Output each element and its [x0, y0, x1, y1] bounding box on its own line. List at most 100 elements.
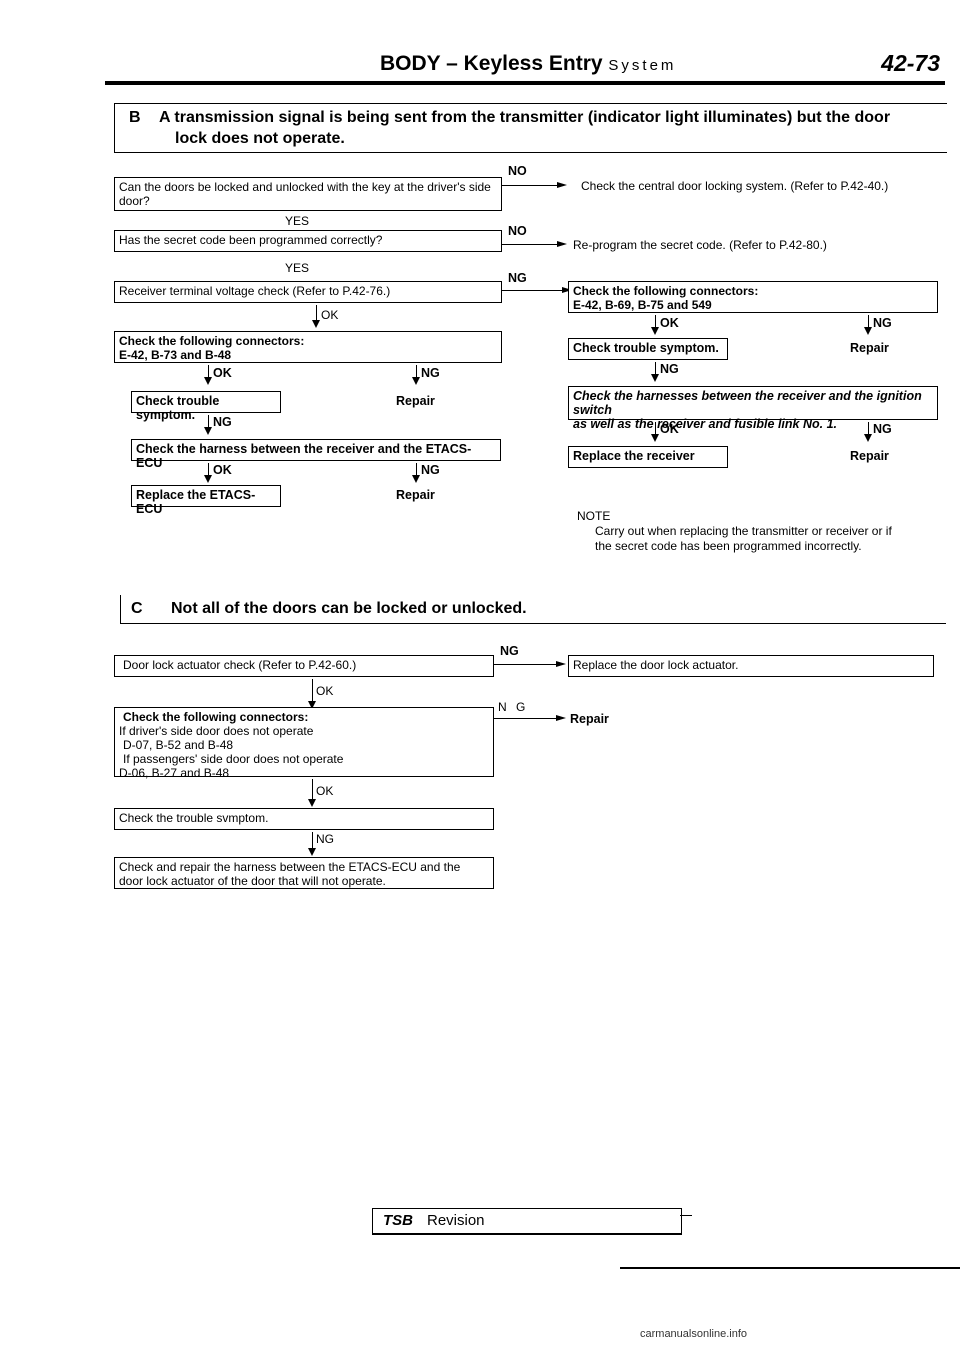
tsb-revision-box: TSB Revision: [372, 1208, 682, 1235]
label-yes: YES: [285, 261, 310, 275]
harness-check-left: Check the harness between the receiver a…: [131, 439, 501, 470]
arrow-down-icon: [308, 848, 316, 856]
action-central-lock: Check the central door locking system. (…: [581, 179, 889, 193]
page-subtitle: System: [608, 57, 677, 74]
replace-receiver-box: Replace the receiver: [568, 446, 728, 468]
note-title: NOTE: [577, 509, 611, 523]
page-number: 42-73: [881, 50, 940, 76]
flow-line: [316, 305, 317, 320]
section-b-letter: B: [129, 109, 141, 126]
label-ok: OK: [660, 316, 679, 330]
section-c-text: Not all of the doors can be locked or un…: [171, 600, 527, 617]
section-b-line2: lock does not operate.: [175, 130, 345, 147]
flow-line: [868, 315, 869, 327]
repair-label: Repair: [850, 341, 889, 355]
flow-line: [416, 365, 417, 377]
flow-line: [655, 315, 656, 327]
arrow-down-icon: [651, 434, 659, 442]
arrow-down-icon: [412, 377, 420, 385]
label-no: NO: [508, 164, 527, 178]
repair-label: Repair: [850, 449, 889, 463]
arrow-down-icon: [204, 427, 212, 435]
actuator-check-box: Door lock actuator check (Refer to P.42-…: [114, 655, 494, 677]
connectors-check-right: Check the following connectors: E-42, B-…: [568, 281, 938, 313]
label-ng: N G: [498, 700, 529, 714]
arrow-right-icon: [557, 241, 567, 247]
section-b-heading: B A transmission signal is being sent fr…: [114, 103, 947, 153]
label-ok: OK: [321, 308, 339, 322]
trouble-symptom-c: Check the trouble svmptom.: [114, 808, 494, 830]
label-ng: NG: [421, 463, 440, 477]
flow-line: [312, 779, 313, 799]
flow-line: [416, 463, 417, 475]
connector-line: [502, 290, 562, 291]
arrow-down-icon: [864, 434, 872, 442]
label-no: NO: [508, 224, 527, 238]
question-key-lock: Can the doors be locked and unlocked wit…: [114, 177, 502, 211]
note-block: NOTE Carry out when replacing the transm…: [577, 509, 892, 554]
repair-label: Repair: [396, 394, 435, 408]
revision-label: Revision: [427, 1212, 485, 1229]
flow-line: [312, 832, 313, 848]
arrow-right-icon: [562, 287, 572, 293]
connector-line: [494, 664, 556, 665]
flow-line: [655, 362, 656, 374]
note-line2: the secret code has been programmed inco…: [595, 539, 862, 553]
label-ng: NG: [660, 362, 679, 376]
label-ng: NG: [500, 644, 519, 658]
label-ng: NG: [508, 271, 527, 285]
flow-line: [312, 679, 313, 701]
arrow-down-icon: [412, 475, 420, 483]
label-ng: NG: [873, 422, 892, 436]
arrow-right-icon: [557, 182, 567, 188]
receiver-voltage-check: Receiver terminal voltage check (Refer t…: [114, 281, 502, 303]
divider: [680, 1215, 692, 1216]
connector-line: [502, 185, 557, 186]
label-ng: NG: [316, 832, 334, 846]
label-ok: OK: [660, 422, 679, 436]
arrow-down-icon: [204, 377, 212, 385]
connector-line: [494, 718, 556, 719]
connector-line: [502, 244, 557, 245]
trouble-symptom-left: Check trouble symptom.: [131, 391, 281, 422]
label-ok: OK: [213, 366, 232, 380]
page-title: BODY – Keyless Entry System: [380, 52, 677, 75]
connectors-check-c: Check the following connectors: If drive…: [114, 707, 494, 780]
arrow-right-icon: [556, 661, 566, 667]
arrow-down-icon: [864, 327, 872, 335]
trouble-symptom-right: Check trouble symptom.: [568, 338, 728, 360]
label-ok: OK: [213, 463, 232, 477]
flow-line: [208, 415, 209, 427]
label-ng: NG: [873, 316, 892, 330]
arrow-down-icon: [204, 475, 212, 483]
note-line1: Carry out when replacing the transmitter…: [595, 524, 892, 538]
section-c-letter: C: [131, 600, 143, 617]
label-ng: NG: [421, 366, 440, 380]
repair-label: Repair: [570, 712, 609, 726]
label-yes: YES: [285, 214, 310, 228]
label-ok: OK: [316, 784, 334, 798]
final-harness-check: Check and repair the harness between the…: [114, 857, 494, 889]
watermark-text: carmanualsonline.info: [640, 1328, 748, 1340]
label-ok: OK: [316, 684, 334, 698]
question-secret-code: Has the secret code been programmed corr…: [114, 230, 502, 252]
replace-actuator-box: Replace the door lock actuator.: [568, 655, 934, 677]
harness-check-right: Check the harnesses between the receiver…: [568, 386, 938, 431]
footer-rule: [620, 1267, 960, 1269]
arrow-down-icon: [651, 374, 659, 382]
flow-line: [208, 365, 209, 377]
connectors-check-left: Check the following connectors: E-42, B-…: [114, 331, 502, 363]
header-rule: [105, 81, 945, 85]
flow-line: [655, 422, 656, 434]
section-b-line1: A transmission signal is being sent from…: [159, 109, 891, 126]
arrow-down-icon: [312, 320, 320, 328]
arrow-right-icon: [556, 715, 566, 721]
repair-label: Repair: [396, 488, 435, 502]
arrow-down-icon: [308, 799, 316, 807]
arrow-down-icon: [651, 327, 659, 335]
flow-line: [868, 422, 869, 434]
arrow-down-icon: [308, 701, 316, 709]
section-c-heading: C Not all of the doors can be locked or …: [120, 595, 946, 624]
tsb-label: TSB: [383, 1212, 413, 1229]
action-reprogram: Re-program the secret code. (Refer to P.…: [573, 238, 827, 252]
